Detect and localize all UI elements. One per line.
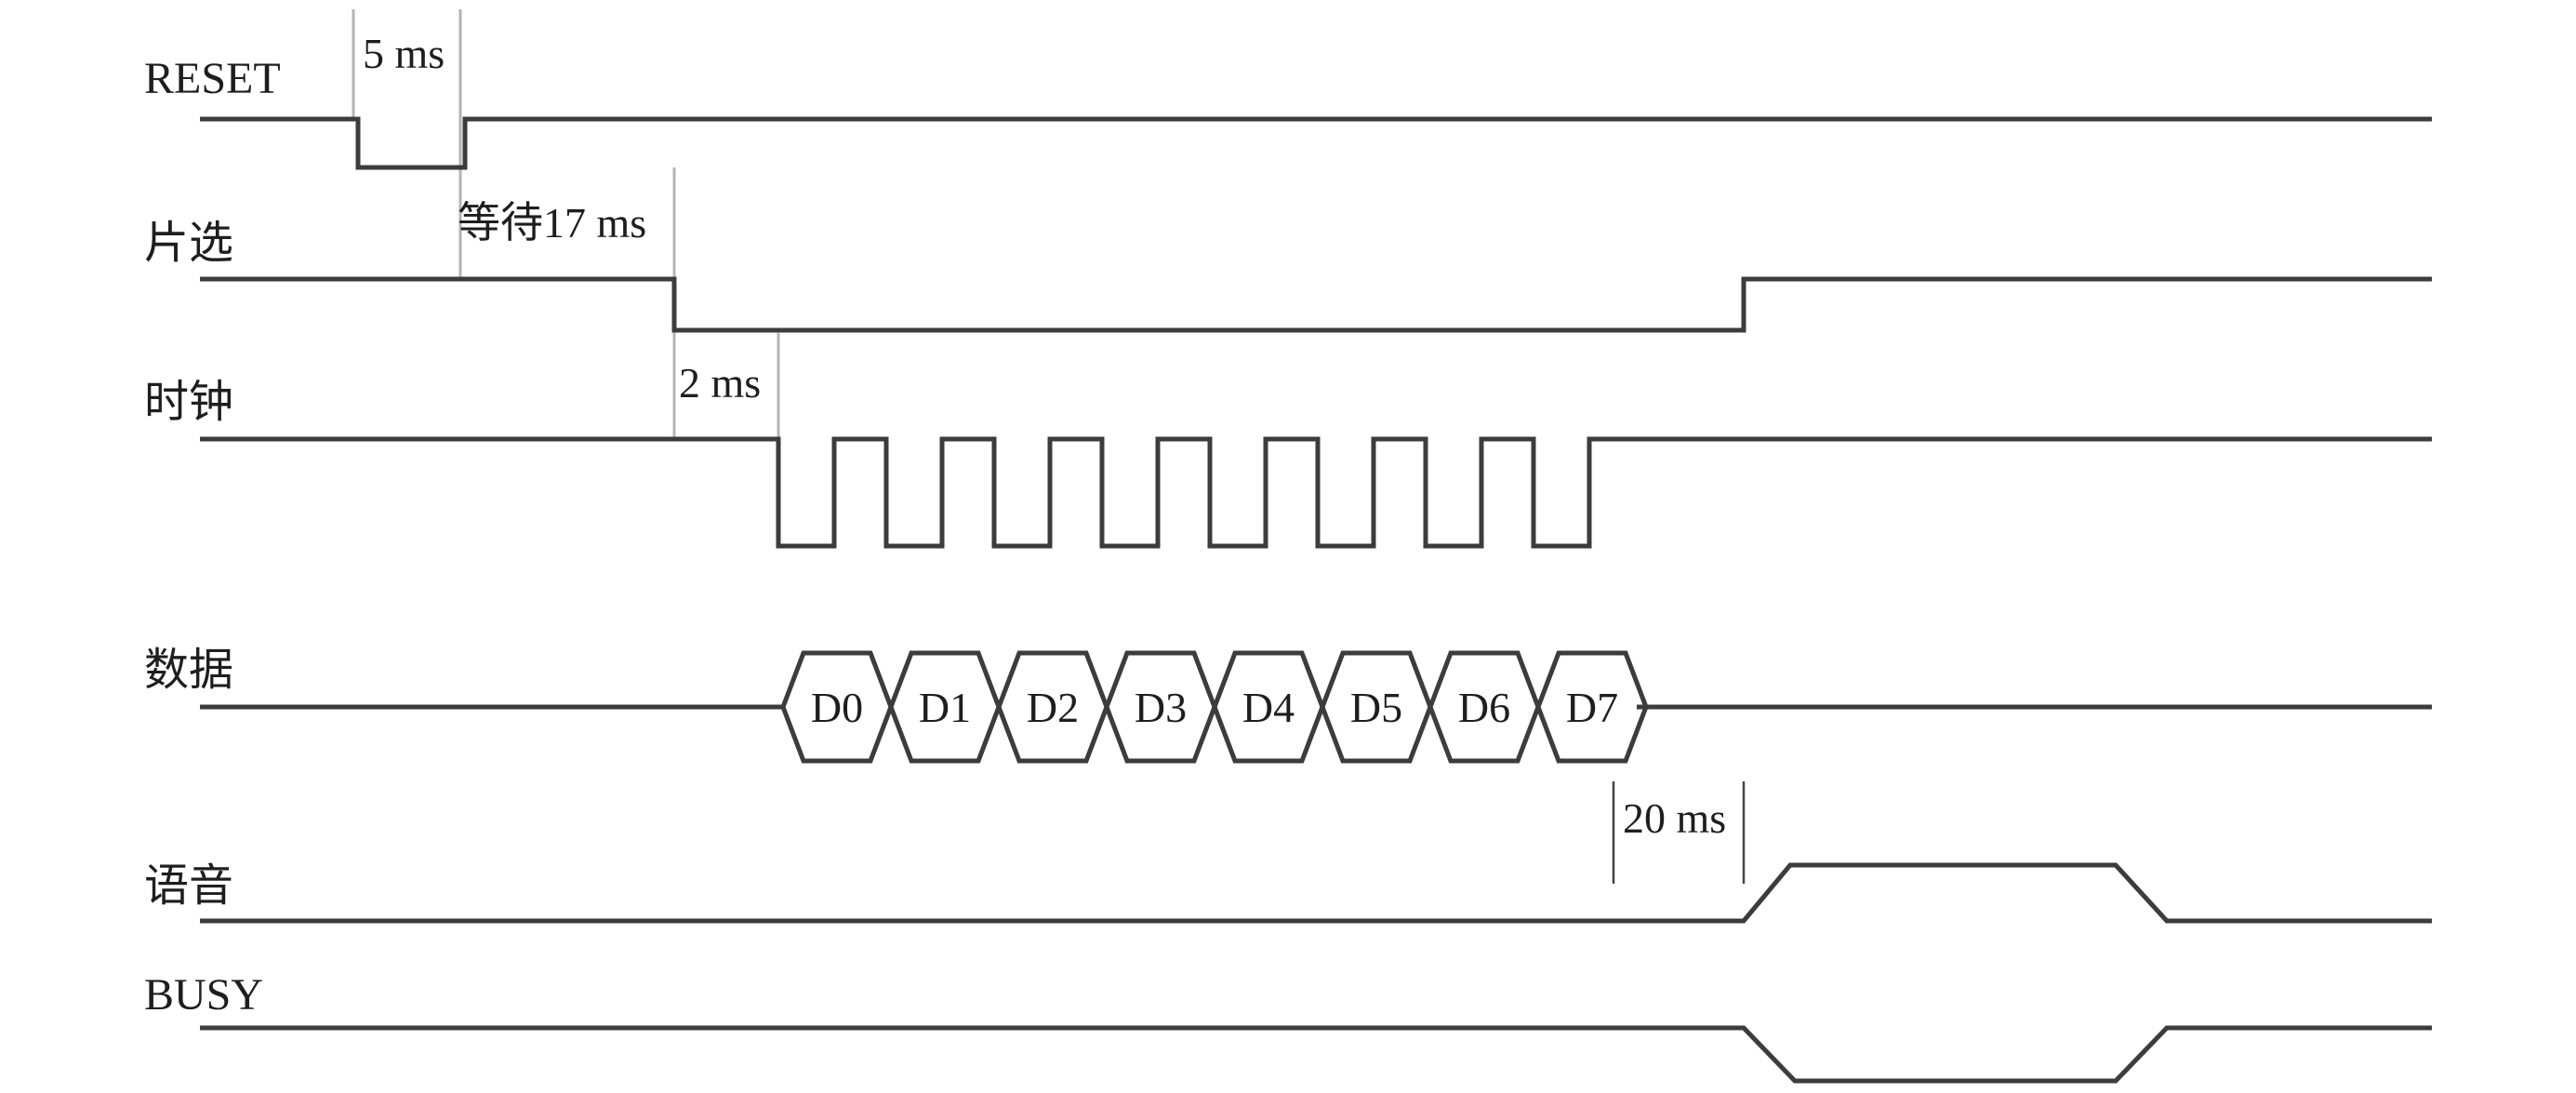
- data-bit-label-d6: D6: [1458, 684, 1510, 731]
- data-bit-label-d1: D1: [919, 684, 971, 731]
- clock-delay-annotation: 2 ms: [679, 359, 761, 407]
- cs-waveform: [200, 276, 2432, 333]
- signal-label-data: 数据: [144, 646, 233, 695]
- reset-waveform: [200, 116, 2432, 170]
- data-bit-label-d7: D7: [1566, 684, 1618, 731]
- data-bit-label-d3: D3: [1135, 684, 1187, 731]
- data-bit-cell-d7: [1535, 650, 1649, 764]
- signal-label-reset: RESET: [144, 54, 281, 103]
- data-bit-label-d5: D5: [1350, 684, 1402, 731]
- voice-waveform: [200, 862, 2432, 924]
- wait-annotation: 等待17 ms: [458, 199, 646, 247]
- signal-label-busy: BUSY: [144, 970, 263, 1020]
- data-bit-group: D0 D1 D2 D3 D4 D5 D6 D7: [780, 650, 1649, 764]
- signal-label-clock: 时钟: [144, 378, 233, 427]
- signal-label-voice: 语音: [144, 861, 233, 911]
- busy-waveform: [200, 1025, 2432, 1084]
- reset-pulse-annotation: 5 ms: [363, 30, 445, 77]
- voice-delay-annotation: 20 ms: [1623, 794, 1726, 842]
- data-bit-label-d4: D4: [1242, 684, 1295, 731]
- clock-waveform: [200, 436, 2432, 549]
- signal-label-cs: 片选: [144, 219, 233, 268]
- data-bit-label-d2: D2: [1027, 684, 1079, 731]
- data-bit-label-d0: D0: [811, 684, 863, 731]
